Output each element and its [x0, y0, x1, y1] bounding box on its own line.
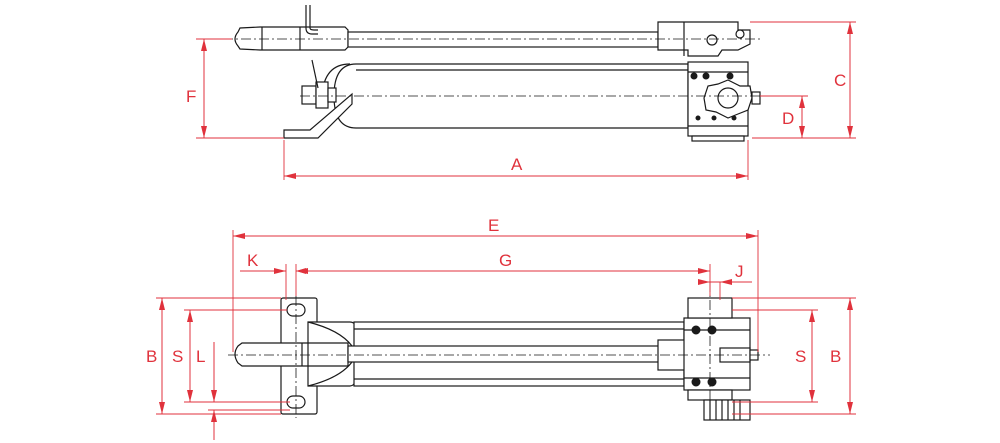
dim-c-label: C — [834, 71, 846, 90]
dim-c: C — [750, 21, 856, 139]
release-knob — [703, 79, 761, 119]
dim-k: K — [240, 251, 306, 300]
dim-b-left: B — [146, 297, 281, 415]
dim-j: J — [698, 262, 752, 300]
dim-f-label: F — [186, 87, 196, 106]
handle-top — [234, 342, 661, 367]
dim-b-right: B — [732, 297, 856, 415]
side-view — [205, 5, 765, 142]
dim-l-label: L — [196, 347, 205, 366]
release-knob-top — [703, 399, 751, 421]
handle-lock-pin — [305, 5, 318, 35]
dim-g-label: G — [499, 251, 512, 270]
dim-b-left-label: B — [146, 347, 157, 366]
top-view — [228, 282, 770, 421]
dim-g: G — [295, 251, 711, 296]
dim-s-left-label: S — [172, 347, 183, 366]
dim-l: L — [196, 342, 290, 440]
dim-s-right: S — [732, 309, 818, 403]
dim-k-label: K — [247, 251, 259, 270]
dim-e: E — [232, 216, 759, 352]
dim-s-right-label: S — [795, 347, 806, 366]
dim-f: F — [186, 38, 284, 139]
pump-handle — [234, 26, 659, 51]
dim-a: A — [283, 140, 749, 180]
dim-d-label: D — [782, 109, 794, 128]
filler-cap — [301, 81, 337, 109]
dim-j-label: J — [735, 262, 744, 281]
dim-a-label: A — [511, 155, 523, 174]
dim-b-right-label: B — [830, 347, 841, 366]
dim-d: D — [760, 95, 808, 138]
dim-e-label: E — [488, 216, 499, 235]
